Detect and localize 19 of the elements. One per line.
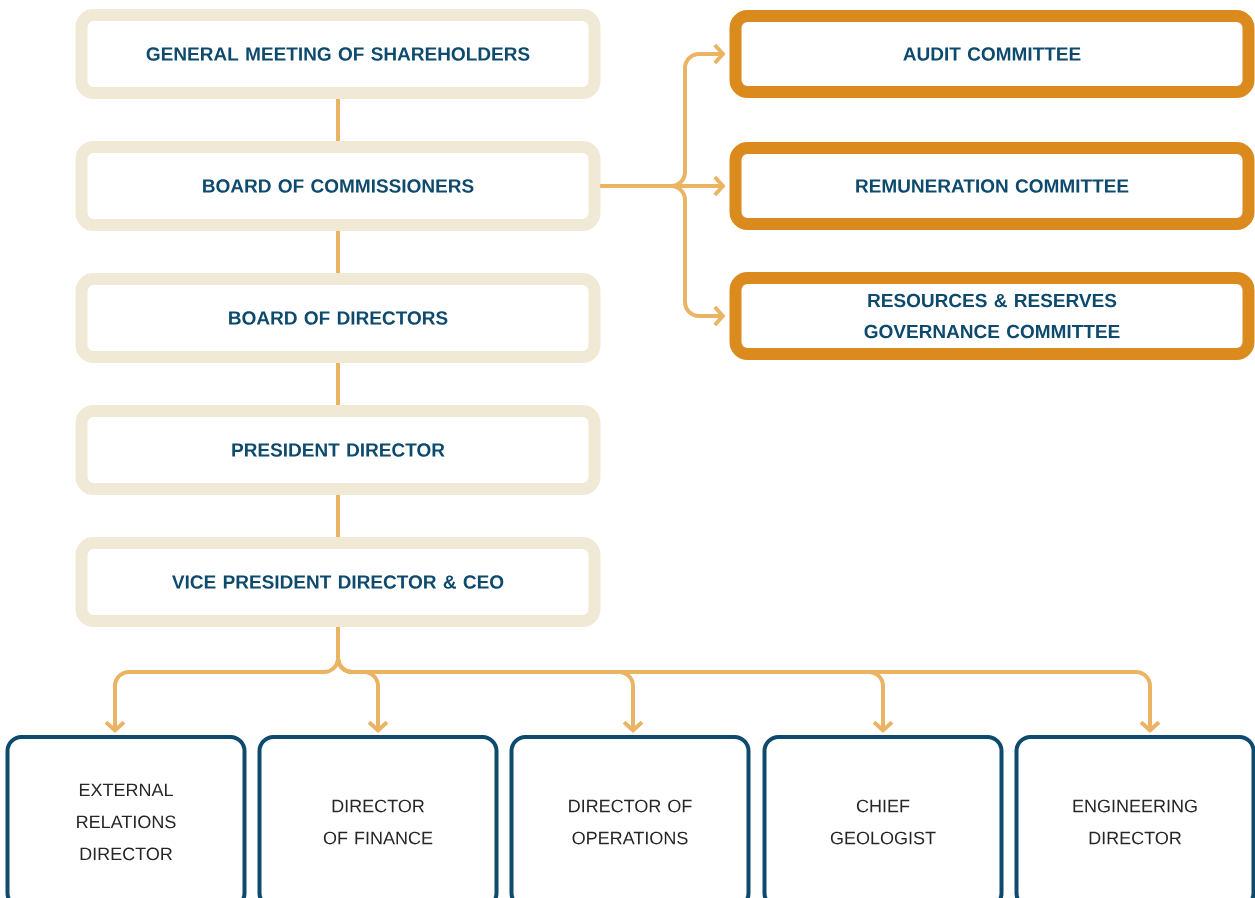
director-box: DIRECTOR OF OPERATIONS — [509, 735, 751, 898]
connector — [336, 627, 1161, 733]
org-box: VICE PRESIDENT DIRECTOR & CEO — [75, 537, 601, 627]
director-box: CHIEF GEOLOGIST — [762, 735, 1004, 898]
director-box: DIRECTOR OF FINANCE — [257, 735, 499, 898]
connector — [336, 495, 340, 537]
connector — [600, 184, 726, 327]
connector — [336, 363, 340, 405]
org-box: GENERAL MEETING OF SHAREHOLDERS — [75, 9, 601, 99]
org-box: BOARD OF DIRECTORS — [75, 273, 601, 363]
committee-box: REMUNERATION COMMITTEE — [729, 142, 1255, 230]
committee-box: RESOURCES & RESERVES GOVERNANCE COMMITTEE — [729, 272, 1255, 360]
org-box: BOARD OF COMMISSIONERS — [75, 141, 601, 231]
director-box: EXTERNAL RELATIONS DIRECTOR — [5, 735, 247, 898]
org-box: PRESIDENT DIRECTOR — [75, 405, 601, 495]
connector — [336, 99, 340, 141]
committee-box: AUDIT COMMITTEE — [729, 10, 1255, 98]
director-box: ENGINEERING DIRECTOR — [1014, 735, 1255, 898]
connector — [336, 231, 340, 273]
